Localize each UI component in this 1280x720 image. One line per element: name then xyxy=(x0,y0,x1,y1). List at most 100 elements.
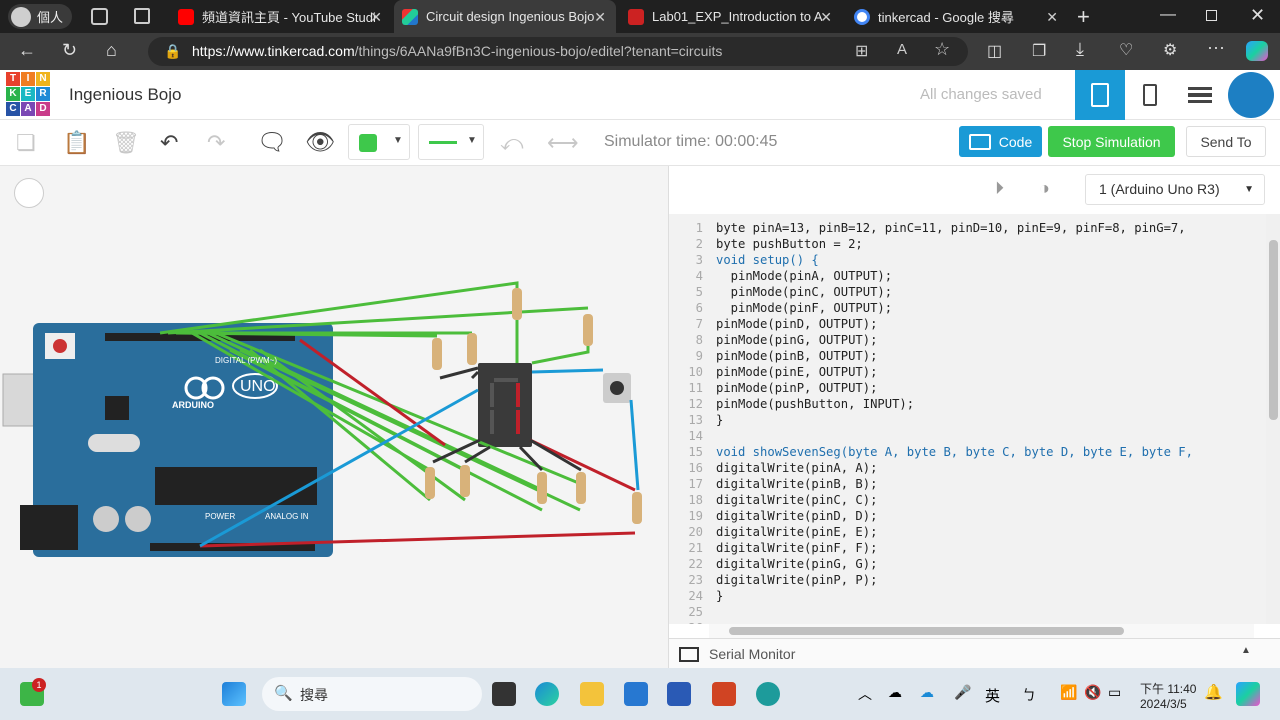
pdf-icon xyxy=(628,8,644,25)
delete-icon[interactable]: 🗑 xyxy=(112,130,140,155)
start-icon[interactable] xyxy=(222,682,246,706)
url-input[interactable]: 🔒 https://www.tinkercad.com/things/6AANa… xyxy=(148,37,968,66)
home-icon[interactable]: ⌂ xyxy=(106,40,117,60)
line-number: 26 xyxy=(669,620,703,624)
rotate-icon[interactable]: ⤺ xyxy=(500,130,524,155)
paste-icon[interactable]: 📋 xyxy=(63,130,91,155)
ime-mode-icon[interactable]: ㄅ xyxy=(1022,687,1036,703)
close-icon[interactable]: ✕ xyxy=(1046,9,1058,25)
collections-icon[interactable]: ❐ xyxy=(1032,43,1047,60)
microphone-icon[interactable]: 🎤 xyxy=(954,684,972,700)
line-number: 16 xyxy=(688,461,703,475)
favorite-star-icon[interactable]: ☆ xyxy=(934,39,951,59)
wifi-icon[interactable]: 📶 xyxy=(1060,684,1078,700)
back-icon[interactable]: ← xyxy=(18,40,36,60)
health-icon[interactable]: ♡ xyxy=(1119,42,1134,59)
horizontal-scrollbar[interactable] xyxy=(709,624,1254,638)
clock-time[interactable]: 下午 11:40 xyxy=(1140,682,1197,696)
profile-button[interactable]: 個人 xyxy=(8,4,72,29)
redo-icon[interactable]: ↷ xyxy=(207,130,226,155)
word-icon[interactable] xyxy=(667,682,691,706)
line-code: digitalWrite(pinP, P); xyxy=(716,573,878,587)
bell-icon[interactable]: 🔔 xyxy=(1204,684,1223,701)
circuit-workspace[interactable]: ARDUINO UNO DIGITAL (PWM~) POWER ANALOG … xyxy=(0,166,668,668)
vertical-scrollbar[interactable] xyxy=(1266,214,1280,624)
serial-monitor-bar[interactable]: Serial Monitor ▲ xyxy=(669,638,1280,668)
restore-button[interactable] xyxy=(1206,10,1217,21)
clock-date[interactable]: 2024/3/5 xyxy=(1140,697,1187,711)
download-icon[interactable]: ⤓ xyxy=(1076,39,1084,59)
tab-google-search[interactable]: tinkercad - Google 搜尋 ✕ xyxy=(846,0,1068,33)
schematic-view-button[interactable] xyxy=(1125,70,1175,120)
cloud-icon[interactable]: ☁ xyxy=(920,684,934,700)
new-tab-button[interactable]: + xyxy=(1077,4,1090,29)
workspaces-icon[interactable] xyxy=(91,8,108,25)
close-icon[interactable]: ✕ xyxy=(820,9,832,25)
notes-icon[interactable]: 🗨 xyxy=(257,129,288,156)
stop-simulation-button[interactable]: Stop Simulation xyxy=(1048,126,1175,157)
line-code: } xyxy=(716,413,724,427)
code-panel-header: ⏵ ◑ 1 (Arduino Uno R3) ▼ xyxy=(669,166,1280,214)
step-icon[interactable]: ⏵ xyxy=(995,178,1004,198)
read-aloud-icon[interactable]: A xyxy=(897,41,908,58)
tab-lab01-pdf[interactable]: Lab01_EXP_Introduction to Ar ✕ xyxy=(620,0,842,33)
taskbar-search[interactable]: 🔍 搜尋 xyxy=(262,677,482,711)
tab-youtube-studio[interactable]: 頻道資訊主頁 - YouTube Studi ✕ xyxy=(170,0,392,33)
line-number: 12 xyxy=(688,397,703,411)
powerpoint-icon[interactable] xyxy=(712,682,736,706)
code-button[interactable]: Code xyxy=(959,126,1042,157)
more-menu-icon[interactable]: ··· xyxy=(1207,37,1225,57)
line-number: 3 xyxy=(695,253,703,267)
fit-view-button[interactable] xyxy=(14,178,44,208)
line-code: pinMode(pinE, OUTPUT); xyxy=(716,365,878,379)
resistors xyxy=(425,288,642,524)
close-window-button[interactable]: ✕ xyxy=(1250,5,1266,25)
color-swatch xyxy=(359,134,377,152)
circuit-view-button[interactable] xyxy=(1075,70,1125,120)
chevron-up-icon[interactable]: ▲ xyxy=(1241,645,1251,656)
line-number: 6 xyxy=(695,301,703,315)
battery-icon[interactable]: ▭ xyxy=(1108,684,1122,700)
line-code: pinMode(pinP, OUTPUT); xyxy=(716,381,878,395)
ms-store-icon[interactable] xyxy=(624,682,648,706)
copilot-icon[interactable] xyxy=(1246,41,1268,61)
component-list-button[interactable] xyxy=(1175,70,1225,120)
debug-icon[interactable]: ◑ xyxy=(1039,178,1050,198)
edge-icon[interactable] xyxy=(535,682,559,706)
copilot-preview-icon[interactable] xyxy=(1236,682,1260,706)
color-picker[interactable]: ▼ xyxy=(348,124,410,160)
tab-actions-icon[interactable] xyxy=(134,8,150,24)
app-available-icon[interactable]: ⊞ xyxy=(855,43,869,60)
split-screen-icon[interactable]: ◫ xyxy=(987,43,1003,60)
chevron-up-icon[interactable]: ︿ xyxy=(858,686,872,702)
close-icon[interactable]: ✕ xyxy=(370,9,382,25)
project-name[interactable]: Ingenious Bojo xyxy=(69,85,182,104)
reload-icon[interactable]: ↻ xyxy=(62,40,78,60)
send-to-button[interactable]: Send To xyxy=(1186,126,1266,157)
user-avatar-button[interactable] xyxy=(1226,70,1276,120)
ime-indicator[interactable]: 英 xyxy=(985,688,1001,705)
extensions-icon[interactable]: ⚙ xyxy=(1163,42,1178,59)
undo-icon[interactable]: ↶ xyxy=(160,130,179,155)
wire-type-picker[interactable]: ▼ xyxy=(418,124,484,160)
circuit-canvas xyxy=(2,281,642,557)
tab-circuit-design[interactable]: Circuit design Ingenious Bojo ✕ xyxy=(394,0,616,33)
notes-visibility-icon[interactable]: 👁 xyxy=(305,129,336,156)
arduino-ide-icon[interactable] xyxy=(756,682,780,706)
flip-icon[interactable]: ⟷ xyxy=(547,130,579,155)
copy-icon[interactable]: ❏ xyxy=(16,130,36,155)
close-icon[interactable]: ✕ xyxy=(594,9,606,25)
line-number: 21 xyxy=(688,541,703,555)
line-number: 14 xyxy=(688,429,703,443)
file-explorer-icon[interactable] xyxy=(580,682,604,706)
minimize-button[interactable]: — xyxy=(1160,6,1176,23)
onedrive-icon[interactable]: ☁ xyxy=(888,684,902,700)
task-view-icon[interactable] xyxy=(492,682,516,706)
line-number: 7 xyxy=(695,317,703,331)
line-code: void setup() { xyxy=(716,253,819,267)
volume-icon[interactable]: 🔇 xyxy=(1084,684,1102,700)
device-select[interactable]: 1 (Arduino Uno R3) ▼ xyxy=(1085,174,1265,205)
profile-label: 個人 xyxy=(37,10,64,25)
